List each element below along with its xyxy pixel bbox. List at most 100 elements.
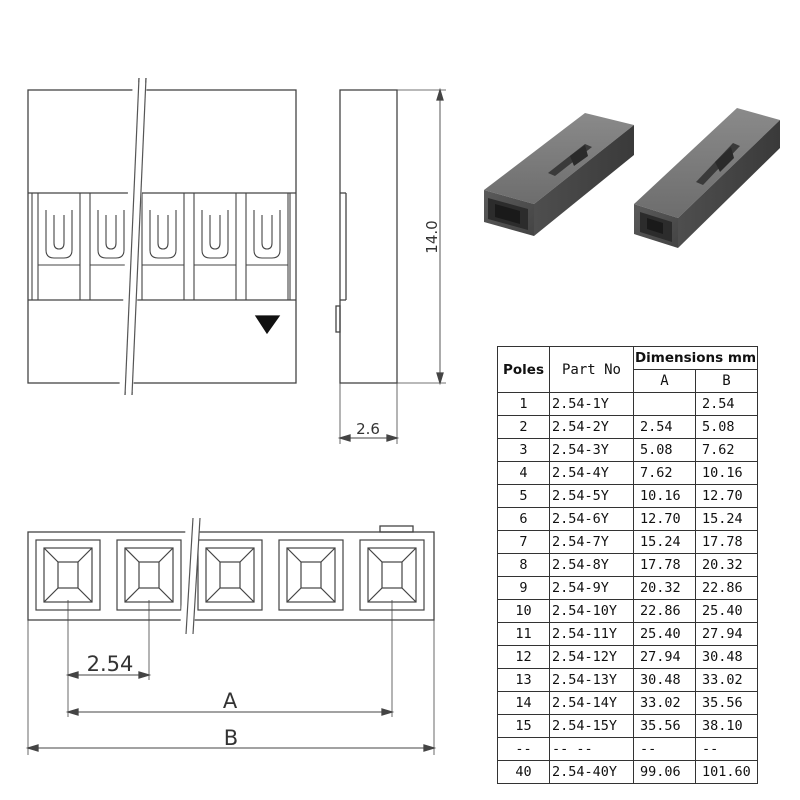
part-no-cell: 2.54-8Y — [549, 553, 634, 577]
dim-a-cell: 35.56 — [633, 714, 696, 738]
bottom-view — [25, 517, 437, 755]
part-no-cell: 2.54-14Y — [549, 691, 634, 715]
dim-b-cell: 35.56 — [695, 691, 758, 715]
part-no-cell: 2.54-15Y — [549, 714, 634, 738]
dim-b-cell: 38.10 — [695, 714, 758, 738]
poles-cell: 9 — [497, 576, 550, 600]
poles-cell: 6 — [497, 507, 550, 531]
poles-cell: 10 — [497, 599, 550, 623]
dim-a-cell: 12.70 — [633, 507, 696, 531]
dim-a-cell: 15.24 — [633, 530, 696, 554]
contact-tines — [31, 192, 291, 301]
poles-cell: 40 — [497, 760, 550, 784]
poles-cell: 4 — [497, 461, 550, 485]
poles-cell: 8 — [497, 553, 550, 577]
poles-cell: 15 — [497, 714, 550, 738]
dim-a-cell: 27.94 — [633, 645, 696, 669]
part-no-cell: 2.54-9Y — [549, 576, 634, 600]
poles-cell: 7 — [497, 530, 550, 554]
poles-cell: -- — [497, 737, 550, 761]
poles-cell: 14 — [497, 691, 550, 715]
part-no-cell: 2.54-2Y — [549, 415, 634, 439]
part-no-cell: 2.54-5Y — [549, 484, 634, 508]
poles-header: Poles — [497, 346, 550, 393]
dimensions-header: Dimensions mm — [633, 346, 758, 370]
pitch-dimension-label: 2.54 — [87, 652, 134, 676]
dim-b-cell: 33.02 — [695, 668, 758, 692]
part-no-cell: -- -- — [549, 737, 634, 761]
poles-cell: 1 — [497, 392, 550, 416]
b-header: B — [695, 369, 758, 393]
part-no-cell: 2.54-7Y — [549, 530, 634, 554]
dim-a-cell: -- — [633, 737, 696, 761]
dim-b-cell: 5.08 — [695, 415, 758, 439]
dim-a-cell: 25.40 — [633, 622, 696, 646]
dim-b-cell: 2.54 — [695, 392, 758, 416]
dim-a-cell: 17.78 — [633, 553, 696, 577]
poles-cell: 11 — [497, 622, 550, 646]
part-no-cell: 2.54-13Y — [549, 668, 634, 692]
part-no-cell: 2.54-6Y — [549, 507, 634, 531]
dim-a-cell: 99.06 — [633, 760, 696, 784]
dim-b-cell: 27.94 — [695, 622, 758, 646]
poles-cell: 13 — [497, 668, 550, 692]
a-dimension-label: A — [223, 689, 238, 713]
part-no-cell: 2.54-4Y — [549, 461, 634, 485]
table-row: ---- ------ — [497, 737, 758, 761]
poles-cell: 5 — [497, 484, 550, 508]
dim-b-cell: 20.32 — [695, 553, 758, 577]
a-header: A — [633, 369, 696, 393]
dim-b-cell: 30.48 — [695, 645, 758, 669]
dim-b-cell: 15.24 — [695, 507, 758, 531]
part-no-cell: 2.54-11Y — [549, 622, 634, 646]
polarity-arrow — [254, 315, 281, 335]
dim-b-cell: 17.78 — [695, 530, 758, 554]
b-dimension-label: B — [224, 726, 238, 750]
part-no-cell: 2.54-12Y — [549, 645, 634, 669]
poles-cell: 2 — [497, 415, 550, 439]
part-no-cell: 2.54-3Y — [549, 438, 634, 462]
part-no-cell: 2.54-10Y — [549, 599, 634, 623]
depth-dimension-label: 2.6 — [356, 420, 380, 438]
poles-cell: 3 — [497, 438, 550, 462]
dim-b-cell: -- — [695, 737, 758, 761]
dim-a-cell: 2.54 — [633, 415, 696, 439]
product-photo-2 — [634, 108, 780, 248]
front-view — [27, 77, 297, 396]
dim-b-cell: 7.62 — [695, 438, 758, 462]
dim-b-cell: 22.86 — [695, 576, 758, 600]
dim-b-cell: 10.16 — [695, 461, 758, 485]
dim-a-cell: 33.02 — [633, 691, 696, 715]
part-no-cell: 2.54-40Y — [549, 760, 634, 784]
dim-b-cell: 101.60 — [695, 760, 758, 784]
dim-a-cell: 5.08 — [633, 438, 696, 462]
side-view — [335, 87, 446, 444]
part-no-cell: 2.54-1Y — [549, 392, 634, 416]
dim-a-cell: 10.16 — [633, 484, 696, 508]
part-no-header: Part No — [549, 346, 634, 393]
dim-b-cell: 12.70 — [695, 484, 758, 508]
height-dimension-label: 14.0 — [423, 220, 441, 253]
dim-a-cell: 22.86 — [633, 599, 696, 623]
dim-b-cell: 25.40 — [695, 599, 758, 623]
dim-a-cell: 20.32 — [633, 576, 696, 600]
dim-a-cell: 7.62 — [633, 461, 696, 485]
poles-cell: 12 — [497, 645, 550, 669]
dim-a-cell — [633, 392, 696, 416]
